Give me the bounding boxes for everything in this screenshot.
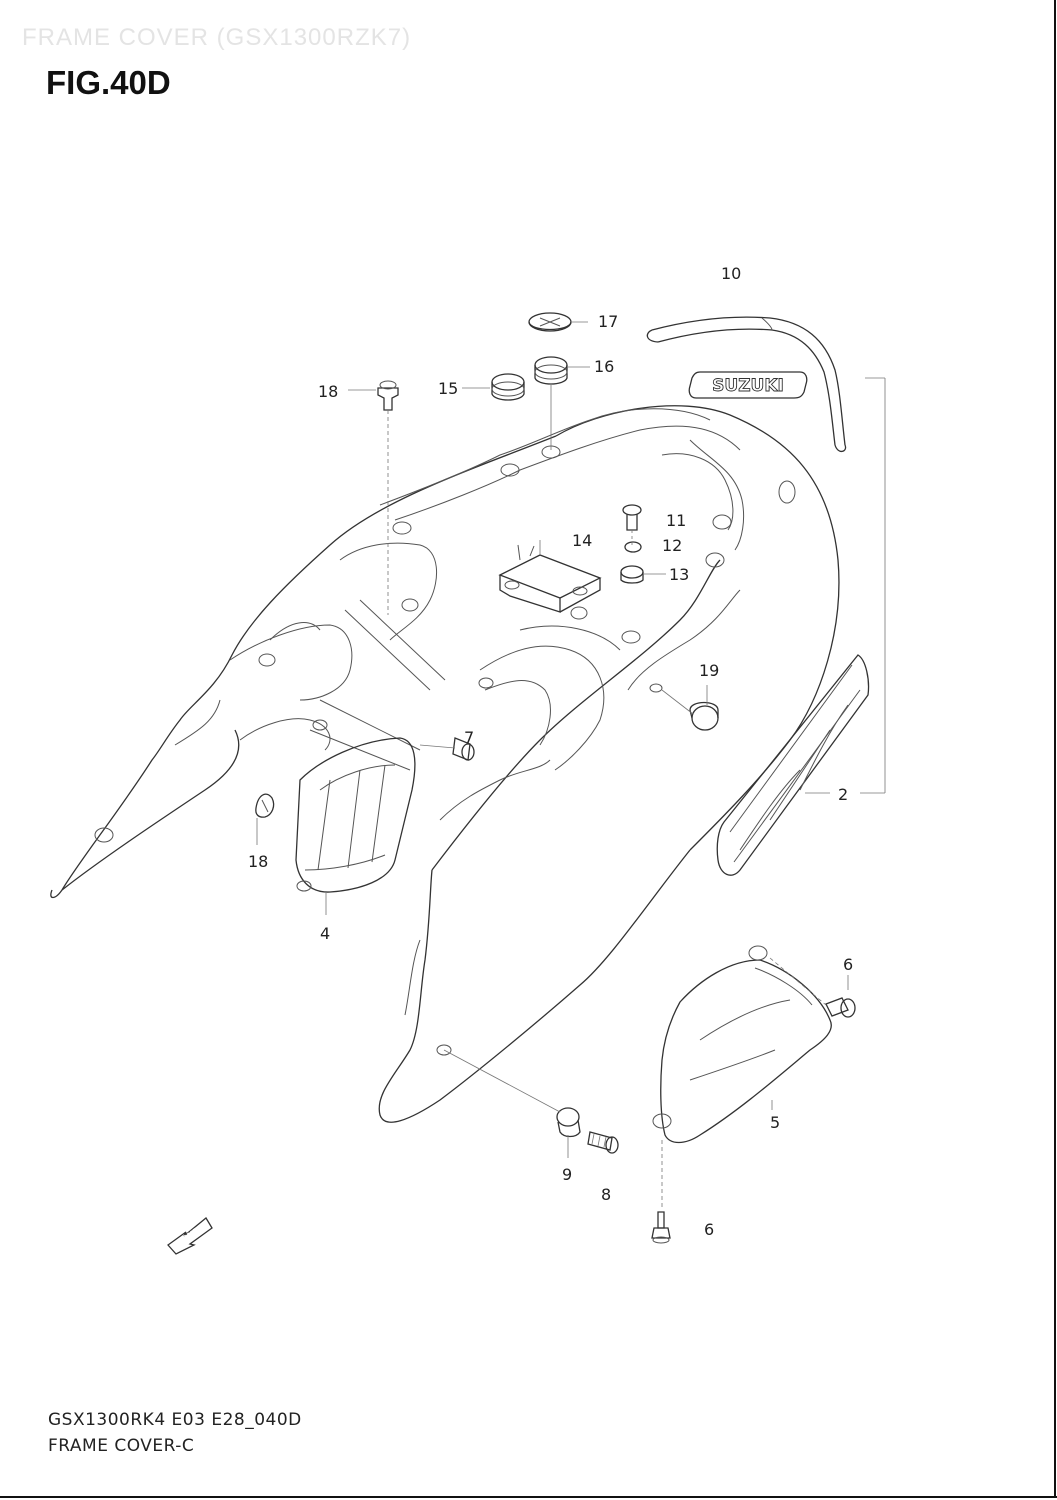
callout-6-upper: 6 xyxy=(843,955,853,974)
collar-9 xyxy=(556,1107,581,1138)
tool-holder-4 xyxy=(295,737,416,893)
watermark-header: FRAME COVER (GSX1300RZK7) xyxy=(22,24,412,51)
clip-18-left xyxy=(255,793,275,818)
callout-17: 17 xyxy=(598,312,618,331)
callout-19: 19 xyxy=(699,661,719,680)
side-cover-5 xyxy=(652,945,832,1144)
screw-6-upper xyxy=(825,997,856,1018)
washer-12 xyxy=(624,541,642,553)
callout-4: 4 xyxy=(320,924,330,943)
gsxr-emblem xyxy=(716,654,870,876)
grommet-15 xyxy=(491,373,525,401)
callout-labels: 10 17 16 15 18 11 14 12 13 19 7 2 18 4 6… xyxy=(248,264,853,1239)
callout-15: 15 xyxy=(438,379,458,398)
cap-17 xyxy=(528,312,572,332)
callout-14: 14 xyxy=(572,531,592,550)
bracket-14 xyxy=(498,544,602,613)
leader-lines xyxy=(256,321,886,1210)
mount-hole xyxy=(436,1044,452,1056)
callout-5: 5 xyxy=(770,1113,780,1132)
callout-6-lower: 6 xyxy=(704,1220,714,1239)
grab-rail xyxy=(646,316,847,453)
cushion-19 xyxy=(649,683,719,731)
grommet-16 xyxy=(534,356,568,385)
fwd-arrow-icon: FWD xyxy=(167,1217,213,1255)
callout-12: 12 xyxy=(662,536,682,555)
bottom-border xyxy=(0,1496,1057,1498)
clip-18-top xyxy=(377,380,399,411)
callout-8: 8 xyxy=(601,1185,611,1204)
right-border xyxy=(1054,0,1056,1498)
figure-title: FIG.40D xyxy=(46,64,171,101)
callout-9: 9 xyxy=(562,1165,572,1184)
screw-6-lower xyxy=(651,1211,671,1244)
callout-11: 11 xyxy=(666,511,686,530)
callout-18-top: 18 xyxy=(318,382,338,401)
bolt-8 xyxy=(587,1131,619,1154)
suzuki-emblem-text: SUZUKI xyxy=(712,376,784,396)
bolt-7 xyxy=(452,737,475,761)
callout-18-left: 18 xyxy=(248,852,268,871)
suzuki-emblem: SUZUKI xyxy=(688,371,808,399)
bolt-11 xyxy=(622,504,642,531)
callout-7: 7 xyxy=(464,728,474,747)
callout-16: 16 xyxy=(594,357,614,376)
nut-13 xyxy=(620,565,644,584)
drawing-name: FRAME COVER-C xyxy=(48,1436,195,1456)
callout-13: 13 xyxy=(669,565,689,584)
callout-2: 2 xyxy=(838,785,848,804)
drawing-code: GSX1300RK4 E03 E28_040D xyxy=(48,1410,302,1430)
frame-cover-main xyxy=(50,405,840,1123)
callout-10: 10 xyxy=(721,264,741,283)
